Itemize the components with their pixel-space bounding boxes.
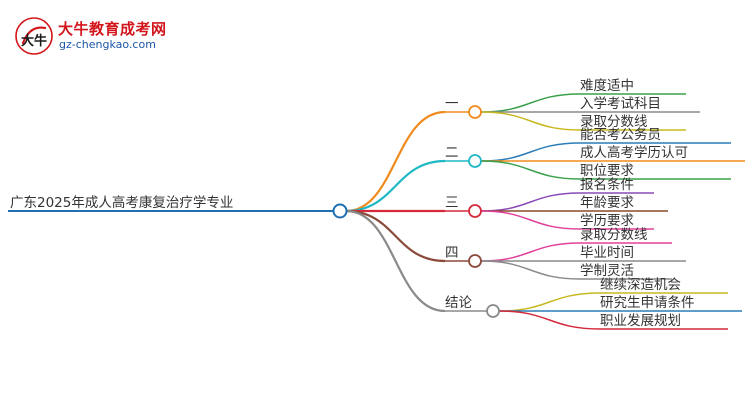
branch-node-4[interactable] (486, 304, 500, 318)
mind-map-links (8, 93, 745, 330)
branch-link-1 (345, 159, 446, 213)
root-node[interactable] (332, 203, 348, 219)
leaf-link-3-0 (480, 242, 581, 262)
leaf-label-3-1[interactable]: 毕业时间 (580, 245, 634, 261)
branch-link-3 (345, 209, 446, 263)
leaf-label-2-1[interactable]: 年龄要求 (580, 195, 634, 211)
branch-label-2[interactable]: 三 (445, 195, 459, 211)
leaf-label-0-2[interactable]: 录取分数线 (580, 114, 648, 130)
branch-link-4 (345, 209, 446, 313)
site-logo[interactable]: 大牛 大牛教育成考网 gz-chengkao.com (14, 16, 224, 60)
leaf-label-4-0[interactable]: 继续深造机会 (600, 277, 681, 293)
leaf-link-4-0 (498, 292, 601, 312)
leaf-link-2-2 (480, 210, 581, 230)
leaf-label-3-2[interactable]: 学制灵活 (580, 263, 634, 279)
branch-node-2[interactable] (468, 204, 482, 218)
leaf-link-0-2 (480, 111, 581, 131)
logo-url: gz-chengkao.com (59, 38, 156, 51)
leaf-label-4-1[interactable]: 研究生申请条件 (600, 294, 695, 311)
leaf-label-0-1[interactable]: 入学考试科目 (580, 96, 661, 112)
leaf-label-0-0[interactable]: 难度适中 (580, 78, 634, 94)
leaf-label-1-2[interactable]: 职位要求 (580, 163, 634, 179)
root-topic[interactable]: 广东2025年成人高考康复治疗学专业 (10, 194, 233, 211)
branch-label-0[interactable]: 一 (445, 96, 459, 112)
branch-label-4[interactable]: 结论 (445, 295, 472, 311)
mind-map-nodes: 广东2025年成人高考康复治疗学专业一难度适中入学考试科目录取分数线二能否考公务… (10, 78, 695, 329)
leaf-link-3-2 (480, 260, 581, 280)
leaf-label-4-2[interactable]: 职业发展规划 (600, 313, 681, 329)
logo-title: 大牛教育成考网 (58, 20, 167, 38)
leaf-link-1-2 (480, 160, 581, 180)
leaf-label-2-2[interactable]: 学历要求 (580, 213, 634, 229)
leaf-label-1-1[interactable]: 成人高考学历认可 (580, 144, 688, 161)
leaf-link-4-2 (498, 310, 601, 330)
logo-mark-text: 大牛 (21, 33, 47, 49)
leaf-link-0-0 (480, 93, 581, 113)
leaf-label-1-0[interactable]: 能否考公务员 (580, 127, 661, 143)
branch-label-3[interactable]: 四 (445, 245, 459, 261)
branch-link-0 (345, 110, 446, 213)
branch-node-1[interactable] (468, 154, 482, 168)
leaf-label-2-0[interactable]: 报名条件 (580, 176, 634, 193)
branch-node-3[interactable] (468, 254, 482, 268)
logo-mark-icon: 大牛 (15, 17, 53, 55)
branch-label-1[interactable]: 二 (445, 145, 459, 161)
branch-node-0[interactable] (468, 105, 482, 119)
leaf-link-2-0 (480, 192, 581, 212)
leaf-label-3-0[interactable]: 录取分数线 (580, 227, 648, 243)
leaf-link-1-0 (480, 142, 581, 162)
